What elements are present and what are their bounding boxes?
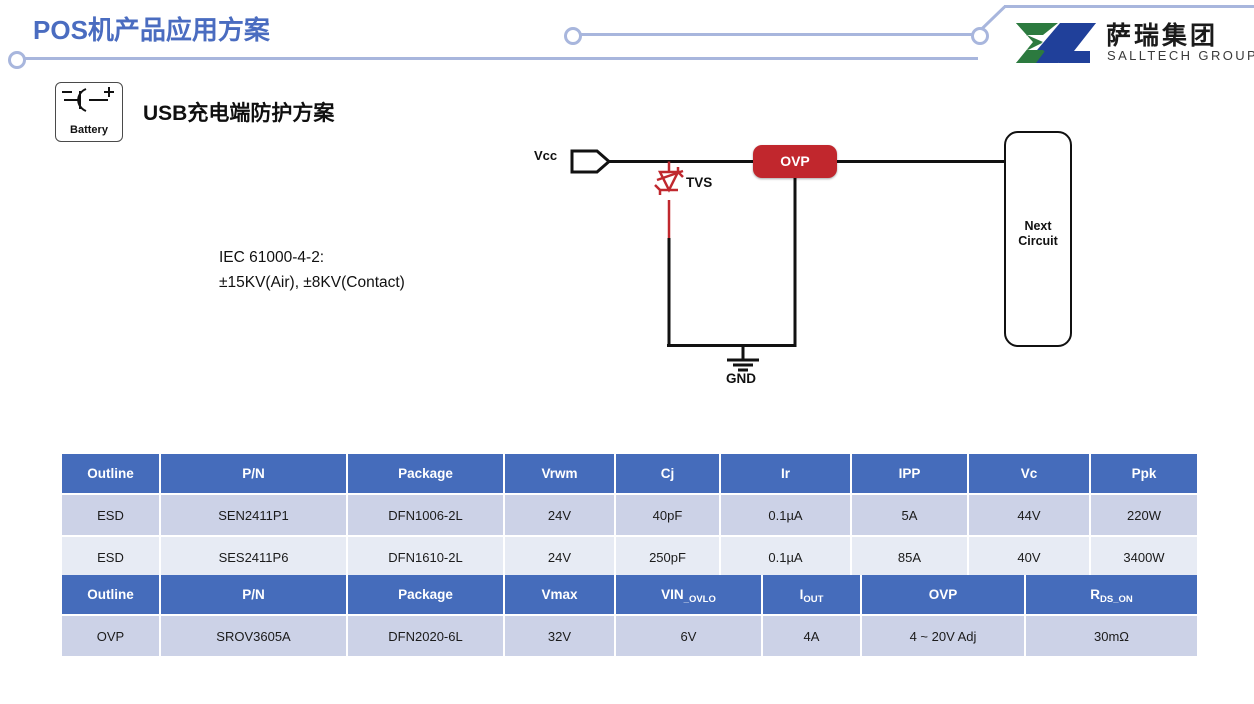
cell-vc: 40V — [968, 536, 1091, 579]
ovp-block-label: OVP — [780, 153, 810, 169]
battery-badge-label: Battery — [70, 124, 108, 136]
esd-spec-note: IEC 61000-4-2: ±15KV(Air), ±8KV(Contact) — [219, 245, 405, 295]
esd-col-outline: Outline — [62, 454, 161, 495]
ovp-col-package: Package — [347, 575, 505, 616]
esd-col-cj: Cj — [615, 454, 721, 495]
cell-iout: 4A — [762, 615, 862, 658]
cell-ipp: 5A — [851, 494, 969, 537]
cell-ir: 0.1µA — [720, 494, 852, 537]
cell-vin-ovlo: 6V — [615, 615, 763, 658]
table-row: ESD SEN2411P1 DFN1006-2L 24V 40pF 0.1µA … — [62, 494, 1197, 537]
cell-vrwm: 24V — [504, 494, 616, 537]
next-circuit-line1: Next — [1024, 219, 1052, 233]
ovp-col-rds-on: RDS_ON — [1025, 575, 1197, 616]
table-row: OVP SROV3605A DFN2020-6L 32V 6V 4A 4 ~ 2… — [62, 615, 1197, 658]
cell-pn: SEN2411P1 — [160, 494, 348, 537]
esd-col-vc: Vc — [968, 454, 1091, 495]
cell-ppk: 3400W — [1090, 536, 1197, 579]
rds-sub: DS_ON — [1100, 594, 1133, 605]
logo-name-cn: 萨瑞集团 — [1106, 22, 1219, 50]
gnd-label: GND — [726, 371, 756, 386]
cell-ovp: 4 ~ 20V Adj — [861, 615, 1026, 658]
vin-sub: _OVLO — [683, 594, 716, 605]
cell-ppk: 220W — [1090, 494, 1197, 537]
vcc-terminal-icon — [570, 149, 612, 174]
header-node-circle-left — [8, 51, 26, 69]
header-line-upper — [570, 33, 978, 36]
esd-col-package: Package — [347, 454, 505, 495]
ovp-block: OVP — [753, 145, 837, 178]
cell-cj: 250pF — [615, 536, 721, 579]
cell-pn: SROV3605A — [160, 615, 348, 658]
esd-spec-line1: IEC 61000-4-2: — [219, 249, 325, 266]
header-node-circle-right — [971, 27, 989, 45]
cell-outline: ESD — [62, 494, 161, 537]
cell-vmax: 32V — [504, 615, 616, 658]
ovp-col-vin-ovlo: VIN_OVLO — [615, 575, 763, 616]
ovp-col-iout: IOUT — [762, 575, 862, 616]
ovp-col-vmax: Vmax — [504, 575, 616, 616]
iout-base: I — [799, 587, 804, 602]
table-row: ESD SES2411P6 DFN1610-2L 24V 250pF 0.1µA… — [62, 536, 1197, 579]
salltech-logo-mark — [1016, 23, 1096, 63]
next-circuit-block: Next Circuit — [1004, 131, 1072, 347]
cell-vrwm: 24V — [504, 536, 616, 579]
iout-sub: OUT — [803, 594, 824, 605]
ovp-col-outline: Outline — [62, 575, 161, 616]
section-title: USB充电端防护方案 — [143, 102, 335, 125]
cell-outline: ESD — [62, 536, 161, 579]
logo-name-en: SALLTECH GROUP — [1107, 48, 1254, 63]
cell-vc: 44V — [968, 494, 1091, 537]
battery-cell-icon — [62, 87, 114, 112]
cell-package: DFN2020-6L — [347, 615, 505, 658]
esd-col-ir: Ir — [720, 454, 852, 495]
vcc-label: Vcc — [534, 148, 558, 163]
esd-spec-table: Outline P/N Package Vrwm Cj Ir IPP Vc Pp… — [62, 454, 1197, 579]
esd-spec-line2: ±15KV(Air), ±8KV(Contact) — [219, 274, 405, 291]
esd-col-ipp: IPP — [851, 454, 969, 495]
cell-rds-on: 30mΩ — [1025, 615, 1197, 658]
ovp-col-ovp: OVP — [861, 575, 1026, 616]
header-line-upper-right — [1004, 5, 1254, 8]
company-logo: 萨瑞集团 SALLTECH GROUP — [1012, 18, 1254, 70]
ovp-table-header-row: Outline P/N Package Vmax VIN_OVLO IOUT O… — [62, 575, 1197, 616]
header-line-lower — [20, 57, 978, 60]
cell-ipp: 85A — [851, 536, 969, 579]
esd-col-ppk: Ppk — [1090, 454, 1197, 495]
esd-col-pn: P/N — [160, 454, 348, 495]
cell-outline: OVP — [62, 615, 161, 658]
tvs-label: TVS — [686, 175, 713, 190]
cell-pn: SES2411P6 — [160, 536, 348, 579]
ovp-spec-table: Outline P/N Package Vmax VIN_OVLO IOUT O… — [62, 575, 1197, 658]
rds-base: R — [1090, 587, 1100, 602]
battery-badge: Battery — [55, 82, 123, 142]
ovp-col-pn: P/N — [160, 575, 348, 616]
page-title: POS机产品应用方案 — [33, 15, 270, 45]
cell-ir: 0.1µA — [720, 536, 852, 579]
esd-col-vrwm: Vrwm — [504, 454, 616, 495]
cell-package: DFN1610-2L — [347, 536, 505, 579]
cell-package: DFN1006-2L — [347, 494, 505, 537]
next-circuit-label: Next Circuit — [1006, 219, 1070, 249]
cell-cj: 40pF — [615, 494, 721, 537]
next-circuit-line2: Circuit — [1018, 234, 1058, 248]
header-node-circle-mid — [564, 27, 582, 45]
vin-base: VIN — [661, 587, 684, 602]
esd-table-header-row: Outline P/N Package Vrwm Cj Ir IPP Vc Pp… — [62, 454, 1197, 495]
